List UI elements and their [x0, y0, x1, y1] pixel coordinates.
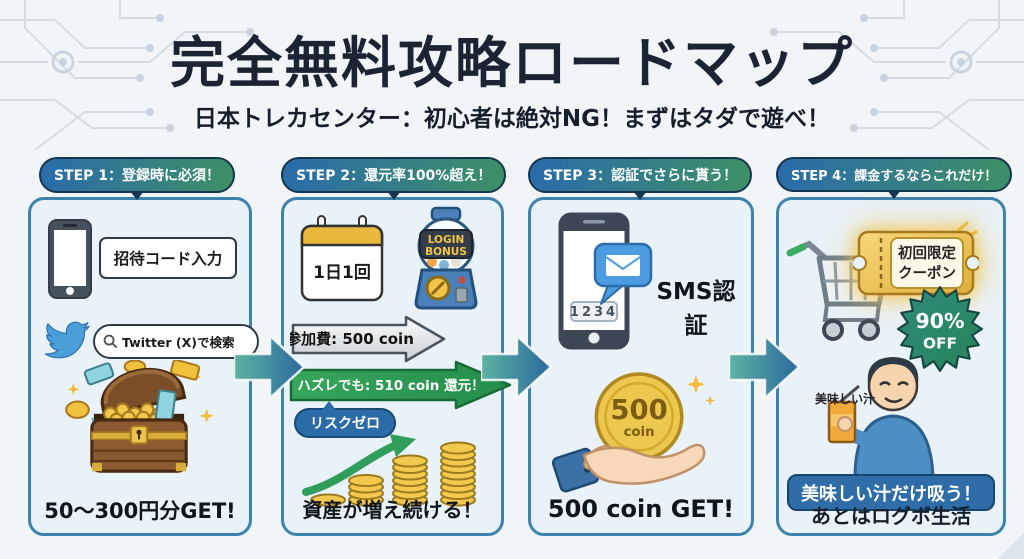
calendar-icon: 1日1回	[300, 215, 384, 302]
coin-hand-icon: 500 coin	[551, 372, 716, 493]
discount-value-text: 90%	[916, 309, 965, 333]
discount-unit-text: OFF	[923, 334, 957, 352]
step2-badge: STEP 2：還元率100%超え！	[281, 157, 507, 200]
invite-code-field: 招待コード入力	[99, 237, 237, 279]
sms-code-text: 1234	[570, 305, 618, 320]
gacha-machine-icon: LOGIN BONUS	[414, 206, 478, 310]
highlight-banner: 美味しい汁だけ吸う！	[787, 474, 995, 511]
highlight-text: 美味しい汁だけ吸う！	[801, 483, 981, 505]
step1-badge: STEP 1：登録時に必須！	[38, 157, 236, 200]
flow-arrow-icon	[729, 334, 801, 400]
coin-unit-text: coin	[624, 425, 655, 440]
twitter-bird-icon	[44, 321, 90, 359]
step4-badge: STEP 4：課金するならこれだけ！	[776, 157, 1013, 199]
coupon-icon: 初回限定 クーポン	[853, 221, 979, 296]
coin-stacks-icon	[302, 434, 476, 507]
step3-caption: 500 coin GET!	[547, 495, 735, 523]
juice-man-icon	[827, 357, 935, 478]
coupon-line2: クーポン	[898, 264, 956, 282]
gacha-label-line1: LOGIN	[428, 234, 465, 246]
twitter-search-label: Twitter (X)で検索	[122, 335, 235, 350]
growth-arrow-icon	[302, 440, 402, 496]
step3-badge-wrap: STEP 3：認証でさらに貰う！	[528, 157, 753, 200]
juice-label: 美味しい汁	[815, 392, 876, 406]
step4-panel: 初回限定 クーポン 90% OFF 美味しい汁 美味しい汁だけ吸う！ あとはログ…	[776, 197, 1006, 536]
coin-value-text: 500	[610, 395, 667, 426]
step3-panel: 1234 SMS認証 500 coin 500 coin GET!	[528, 197, 754, 536]
step1-badge-wrap: STEP 1：登録時に必須！	[28, 157, 246, 200]
step2-caption: 資産が増え続ける！	[302, 498, 483, 522]
twitter-search-pill: Twitter (X)で検索	[93, 324, 259, 359]
step4-badge-wrap: STEP 4：課金するならこれだけ！	[776, 157, 1013, 199]
cost-arrow-label: 参加費: 500 coin	[290, 330, 414, 348]
risk-zero-label: リスクゼロ	[310, 416, 380, 432]
step1-caption: 50〜300円分GET!	[44, 499, 236, 523]
return-arrow: ハズレでも: 510 coin 還元！	[289, 360, 512, 410]
cost-arrow: 参加費: 500 coin	[290, 315, 446, 363]
step2-panel: 1日1回 LOGIN BONUS 参加費: 500 coin ハズレでも: 51…	[281, 197, 512, 536]
invite-code-label: 招待コード入力	[113, 250, 223, 268]
treasure-chest-icon	[65, 360, 214, 473]
discount-burst-icon: 90% OFF	[897, 286, 983, 372]
step4-caption: あとはログボ生活	[811, 504, 971, 528]
circuit-pattern-icon	[770, 0, 1024, 150]
sms-bubble-icon	[593, 242, 653, 305]
page-title: 完全無料攻略ロードマップ	[169, 31, 854, 95]
page-subtitle: 日本トレカセンター：初心者は絶対NG！まずはタダで遊べ！	[193, 106, 831, 132]
risk-zero-badge: リスクゼロ	[294, 401, 396, 438]
flow-arrow-icon	[481, 334, 553, 400]
search-icon	[103, 334, 118, 349]
circuit-pattern-icon	[0, 0, 254, 150]
smartphone-icon	[48, 219, 92, 299]
sms-auth-label: SMS認証	[656, 279, 736, 339]
sms-phone-icon: 1234	[558, 212, 653, 350]
gacha-label-line2: BONUS	[425, 246, 467, 258]
step2-badge-wrap: STEP 2：還元率100%超え！	[281, 157, 507, 200]
step3-badge: STEP 3：認証でさらに貰う！	[528, 157, 753, 200]
step1-panel: 招待コード入力 Twitter (X)で検索	[28, 197, 259, 536]
envelope-icon	[606, 255, 640, 276]
flow-arrow-icon	[234, 334, 306, 400]
return-arrow-label: ハズレでも: 510 coin 還元！	[297, 377, 484, 394]
coupon-line1: 初回限定	[898, 244, 956, 262]
calendar-label: 1日1回	[313, 263, 371, 283]
